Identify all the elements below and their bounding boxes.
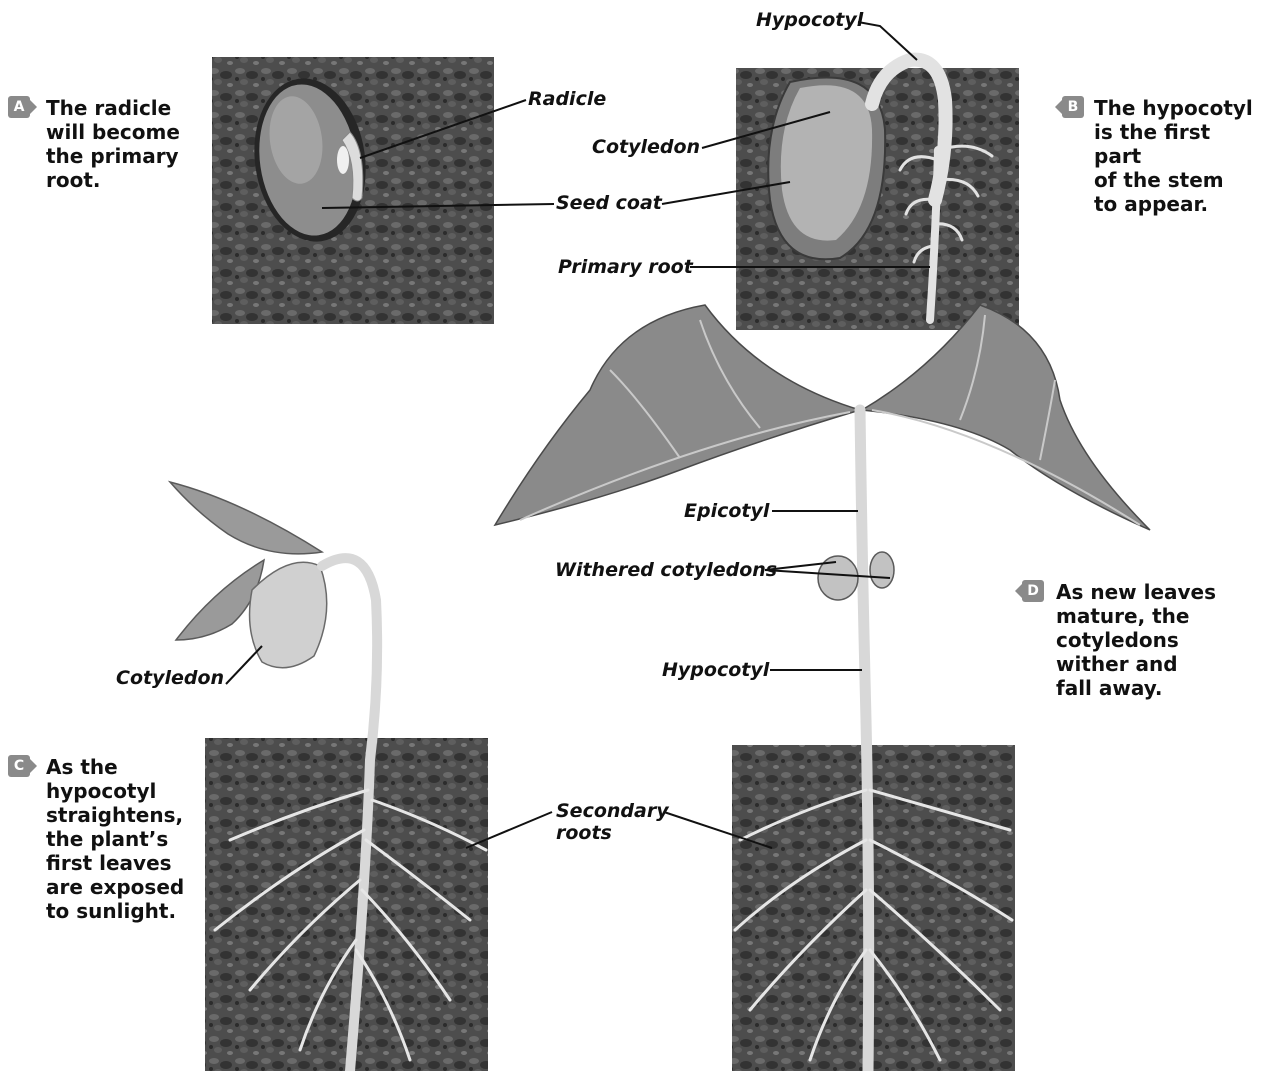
withered-cotyledon-right-d [870, 552, 894, 588]
folded-leaf-upper-c [170, 482, 322, 554]
panel-b [736, 60, 1019, 330]
step-letter-d: D [1027, 583, 1039, 599]
caption-d: As new leaves mature, the cotyledons wit… [1056, 580, 1216, 700]
panel-d [495, 305, 1150, 1071]
label-primary-root: Primary root [558, 256, 693, 278]
step-badge-b: B [1062, 96, 1084, 118]
step-badge-c: C [8, 755, 30, 777]
step-letter-c: C [14, 758, 24, 774]
step-letter-a: A [14, 99, 25, 115]
label-cotyledon-c: Cotyledon [116, 667, 224, 689]
label-seed-coat: Seed coat [556, 192, 662, 214]
label-radicle: Radicle [528, 88, 606, 110]
step-letter-b: B [1068, 99, 1079, 115]
label-hypocotyl-d: Hypocotyl [662, 659, 769, 681]
label-withered-cotyledons: Withered cotyledons [555, 559, 777, 581]
panel-a [212, 57, 494, 324]
step-badge-d: D [1022, 580, 1044, 602]
label-epicotyl: Epicotyl [684, 500, 769, 522]
step-badge-a: A [8, 96, 30, 118]
caption-a: The radicle will become the primary root… [46, 96, 180, 192]
leader-cotyledon-c [226, 646, 262, 684]
caption-b: The hypocotyl is the first part of the s… [1094, 96, 1264, 216]
radicle-bud-a [337, 146, 349, 174]
label-hypocotyl-b: Hypocotyl [756, 9, 863, 31]
caption-c: As the hypocotyl straightens, the plant’… [46, 755, 184, 923]
label-cotyledon-b: Cotyledon [592, 136, 700, 158]
label-secondary-roots: Secondary roots [556, 800, 669, 844]
left-leaf-d [495, 305, 860, 525]
panel-c [170, 482, 488, 1071]
cotyledon-shape-c [250, 562, 327, 668]
